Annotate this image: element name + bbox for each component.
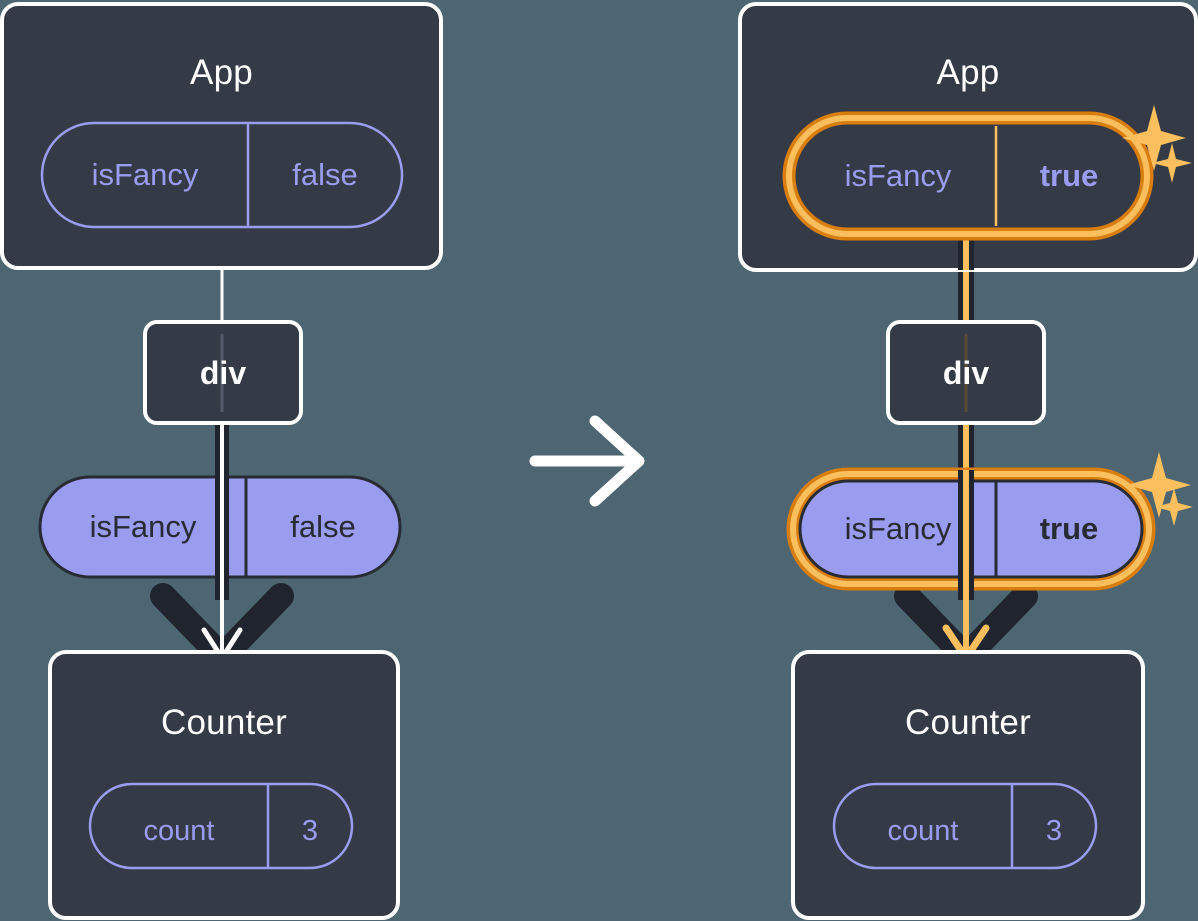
sparkle-icon-prop-small: [1155, 488, 1193, 526]
app-pill-left: [40, 121, 404, 229]
sparkle-icon-prop-large: [1127, 452, 1191, 518]
arrow-right-icon: [529, 415, 645, 507]
counter-pill-right: [832, 782, 1098, 870]
sparkle-icon-app-small: [1152, 143, 1192, 183]
app-box-left: [0, 2, 443, 270]
counter-pill-left: [88, 782, 354, 870]
app-pill-right-outer-ring: [782, 111, 1154, 241]
sparkle-icon-app-large: [1122, 105, 1186, 171]
app-pill-right-inner-ring: [786, 115, 1150, 237]
